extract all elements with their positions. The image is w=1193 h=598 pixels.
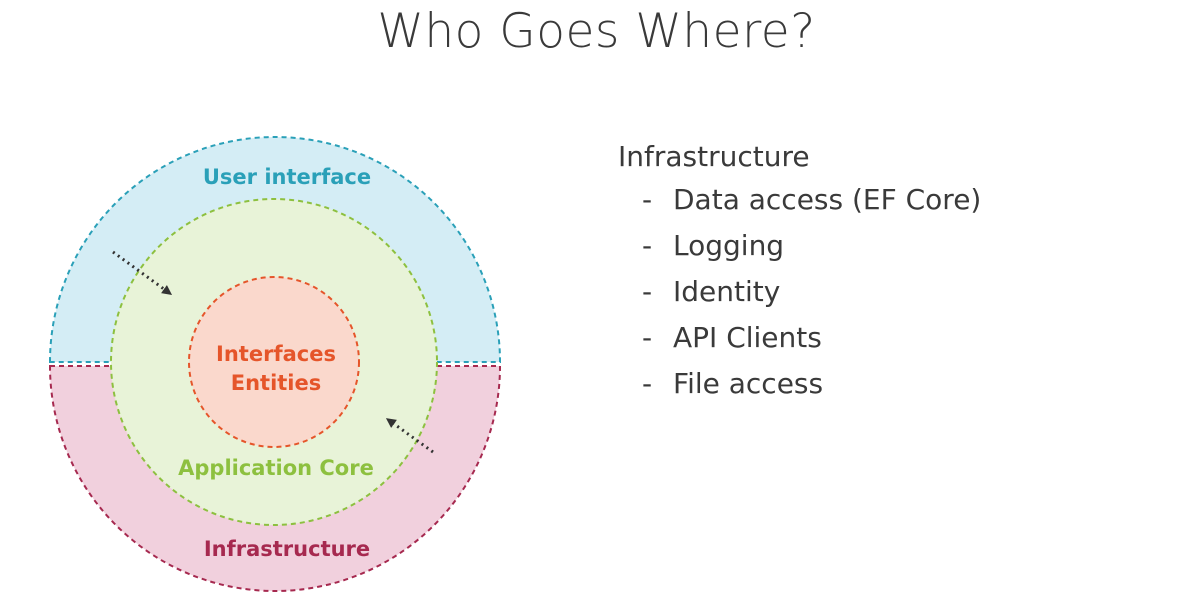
layer-diagram: User interface Interfaces Entities Appli…: [48, 136, 502, 592]
slide-title: Who Goes Where?: [377, 4, 816, 59]
core-label-interfaces: Interfaces: [216, 342, 336, 366]
list-item-text: API Clients: [673, 321, 822, 354]
user-interface-label: User interface: [203, 165, 371, 189]
infrastructure-label: Infrastructure: [204, 537, 370, 561]
bullet-dash: -: [642, 367, 653, 400]
bullet-dash: -: [642, 229, 653, 262]
list-item: -API Clients: [642, 315, 981, 361]
list-item-text: Logging: [673, 229, 785, 262]
bullet-dash: -: [642, 275, 653, 308]
core-label-entities: Entities: [231, 371, 322, 395]
list-item: -Data access (EF Core): [642, 177, 981, 223]
domain-core-layer: [188, 276, 360, 448]
list-item: -Identity: [642, 269, 981, 315]
list-item-text: File access: [673, 367, 824, 400]
bullets-heading: Infrastructure: [618, 140, 810, 173]
list-item: -File access: [642, 361, 981, 407]
list-item-text: Data access (EF Core): [673, 183, 982, 216]
application-core-label: Application Core: [178, 456, 374, 480]
list-item: -Logging: [642, 223, 981, 269]
bullet-dash: -: [642, 321, 653, 354]
list-item-text: Identity: [673, 275, 781, 308]
infrastructure-bullet-list: Infrastructure -Data access (EF Core) -L…: [618, 140, 981, 407]
bullet-dash: -: [642, 183, 653, 216]
bullet-items: -Data access (EF Core) -Logging -Identit…: [618, 177, 981, 407]
